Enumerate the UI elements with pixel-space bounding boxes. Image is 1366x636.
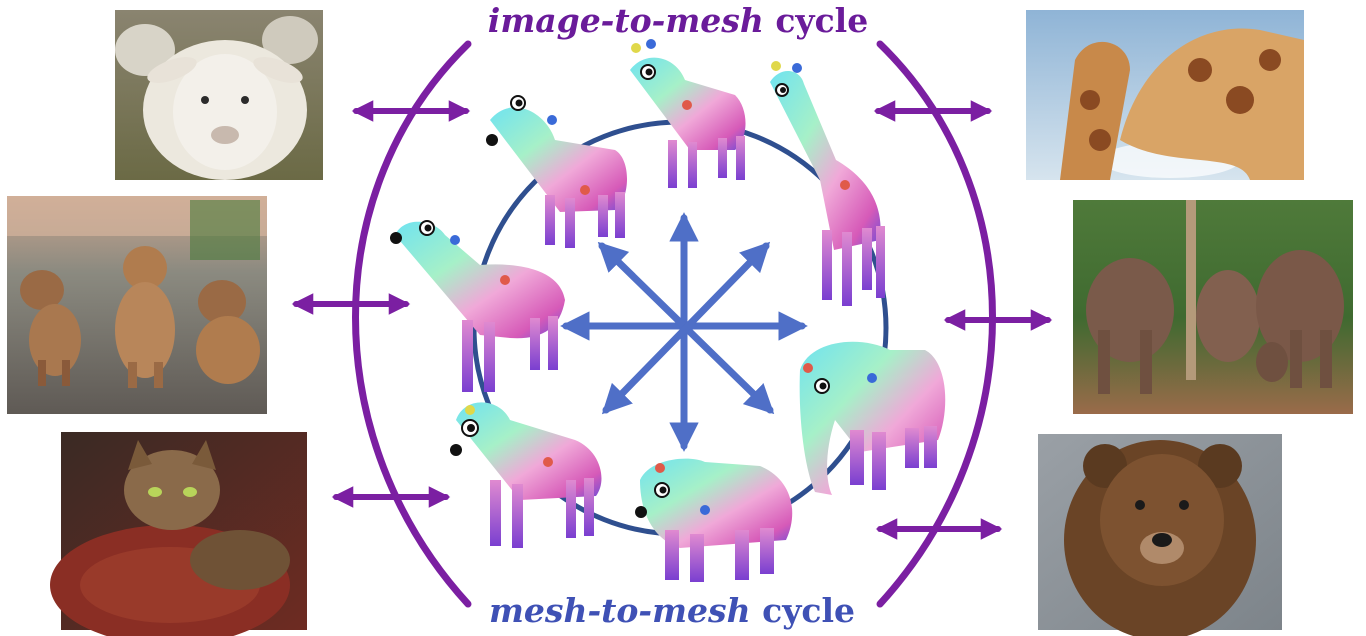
top-cycle-title: image-to-mesh cycle [488, 1, 868, 40]
photo-bear [1038, 434, 1282, 636]
mesh-dog [450, 402, 602, 548]
photo-cat [50, 432, 307, 636]
mesh-horse [486, 95, 628, 248]
mesh-elephant [799, 341, 946, 495]
mesh-zebra [630, 39, 746, 188]
bottom-cycle-title: mesh-to-mesh cycle [489, 591, 855, 630]
outer-cycle-right-arc [876, 40, 996, 608]
mesh-camel [390, 220, 565, 392]
hub-arrows [560, 212, 808, 452]
photo-sheep [115, 10, 323, 180]
link-arrows [291, 100, 1053, 540]
outer-cycle-left-arc [352, 40, 472, 608]
photo-giraffes [1026, 10, 1304, 181]
photo-elephants [1073, 200, 1353, 414]
mesh-bear [635, 458, 793, 582]
photo-dogs [7, 196, 267, 414]
mesh-giraffe [770, 61, 885, 306]
hub-arrow-diagonal-b [601, 241, 771, 415]
